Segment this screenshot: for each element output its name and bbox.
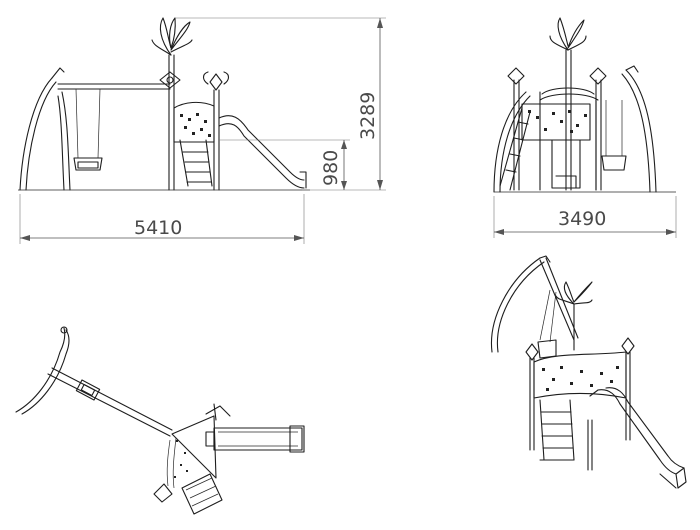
platform-height-value: 980: [320, 150, 342, 186]
height-value: 3289: [357, 92, 379, 140]
width-dimension: 3490: [493, 196, 677, 238]
side-elevation-view: [18, 17, 310, 191]
length-value: 5410: [134, 217, 182, 239]
plan-view: [15, 326, 305, 515]
isometric-view: [490, 255, 687, 489]
length-dimension: 5410: [19, 194, 305, 244]
platform-height-dimension: 980: [219, 139, 350, 190]
front-elevation-view: [493, 17, 676, 193]
width-value: 3490: [558, 208, 606, 230]
